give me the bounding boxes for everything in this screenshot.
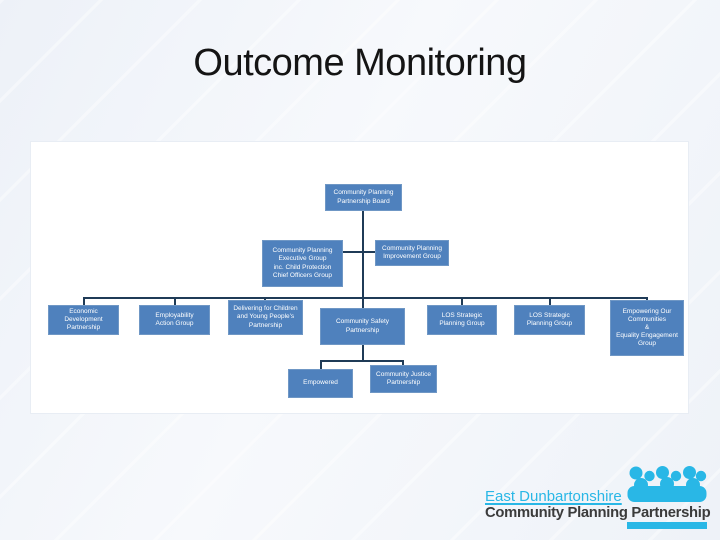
org-node-community-justice: Community Justice Partnership bbox=[370, 365, 437, 393]
logo: East Dunbartonshire Community Planning P… bbox=[485, 462, 715, 530]
org-node-employability-action: Employability Action Group bbox=[139, 305, 210, 335]
slide-title: Outcome Monitoring bbox=[193, 42, 527, 84]
connector-line bbox=[174, 299, 176, 305]
org-node-cpp-board: Community Planning Partnership Board bbox=[325, 184, 402, 211]
org-node-community-safety: Community Safety Partnership bbox=[320, 308, 405, 345]
org-node-cpp-executive-group: Community Planning Executive Group inc. … bbox=[262, 240, 343, 287]
connector-line bbox=[320, 361, 322, 369]
org-node-economic-development: Economic Development Partnership bbox=[48, 305, 119, 335]
connector-line bbox=[362, 299, 364, 308]
logo-partnership-name: Community Planning Partnership bbox=[485, 505, 711, 521]
connector-line bbox=[83, 299, 85, 305]
connector-line bbox=[320, 360, 404, 362]
connector-line bbox=[342, 251, 375, 253]
org-node-empowered: Empowered bbox=[288, 369, 353, 398]
logo-underline-bar bbox=[627, 522, 707, 529]
connector-line bbox=[362, 211, 364, 299]
org-node-cpp-improvement-group: Community Planning Improvement Group bbox=[375, 240, 449, 266]
connector-line bbox=[362, 345, 364, 361]
connector-line bbox=[461, 299, 463, 305]
logo-org-name: East Dunbartonshire bbox=[485, 488, 622, 505]
connector-line bbox=[402, 361, 404, 365]
org-node-los-strategic-1: LOS Strategic Planning Group bbox=[427, 305, 497, 335]
connector-line bbox=[549, 299, 551, 305]
crowd-icon bbox=[627, 466, 707, 502]
org-node-empowering-communities: Empowering Our Communities & Equality En… bbox=[610, 300, 684, 356]
org-node-children-young-people: Delivering for Children and Young People… bbox=[228, 300, 303, 335]
connector-line bbox=[83, 297, 648, 299]
org-node-los-strategic-2: LOS Strategic Planning Group bbox=[514, 305, 585, 335]
